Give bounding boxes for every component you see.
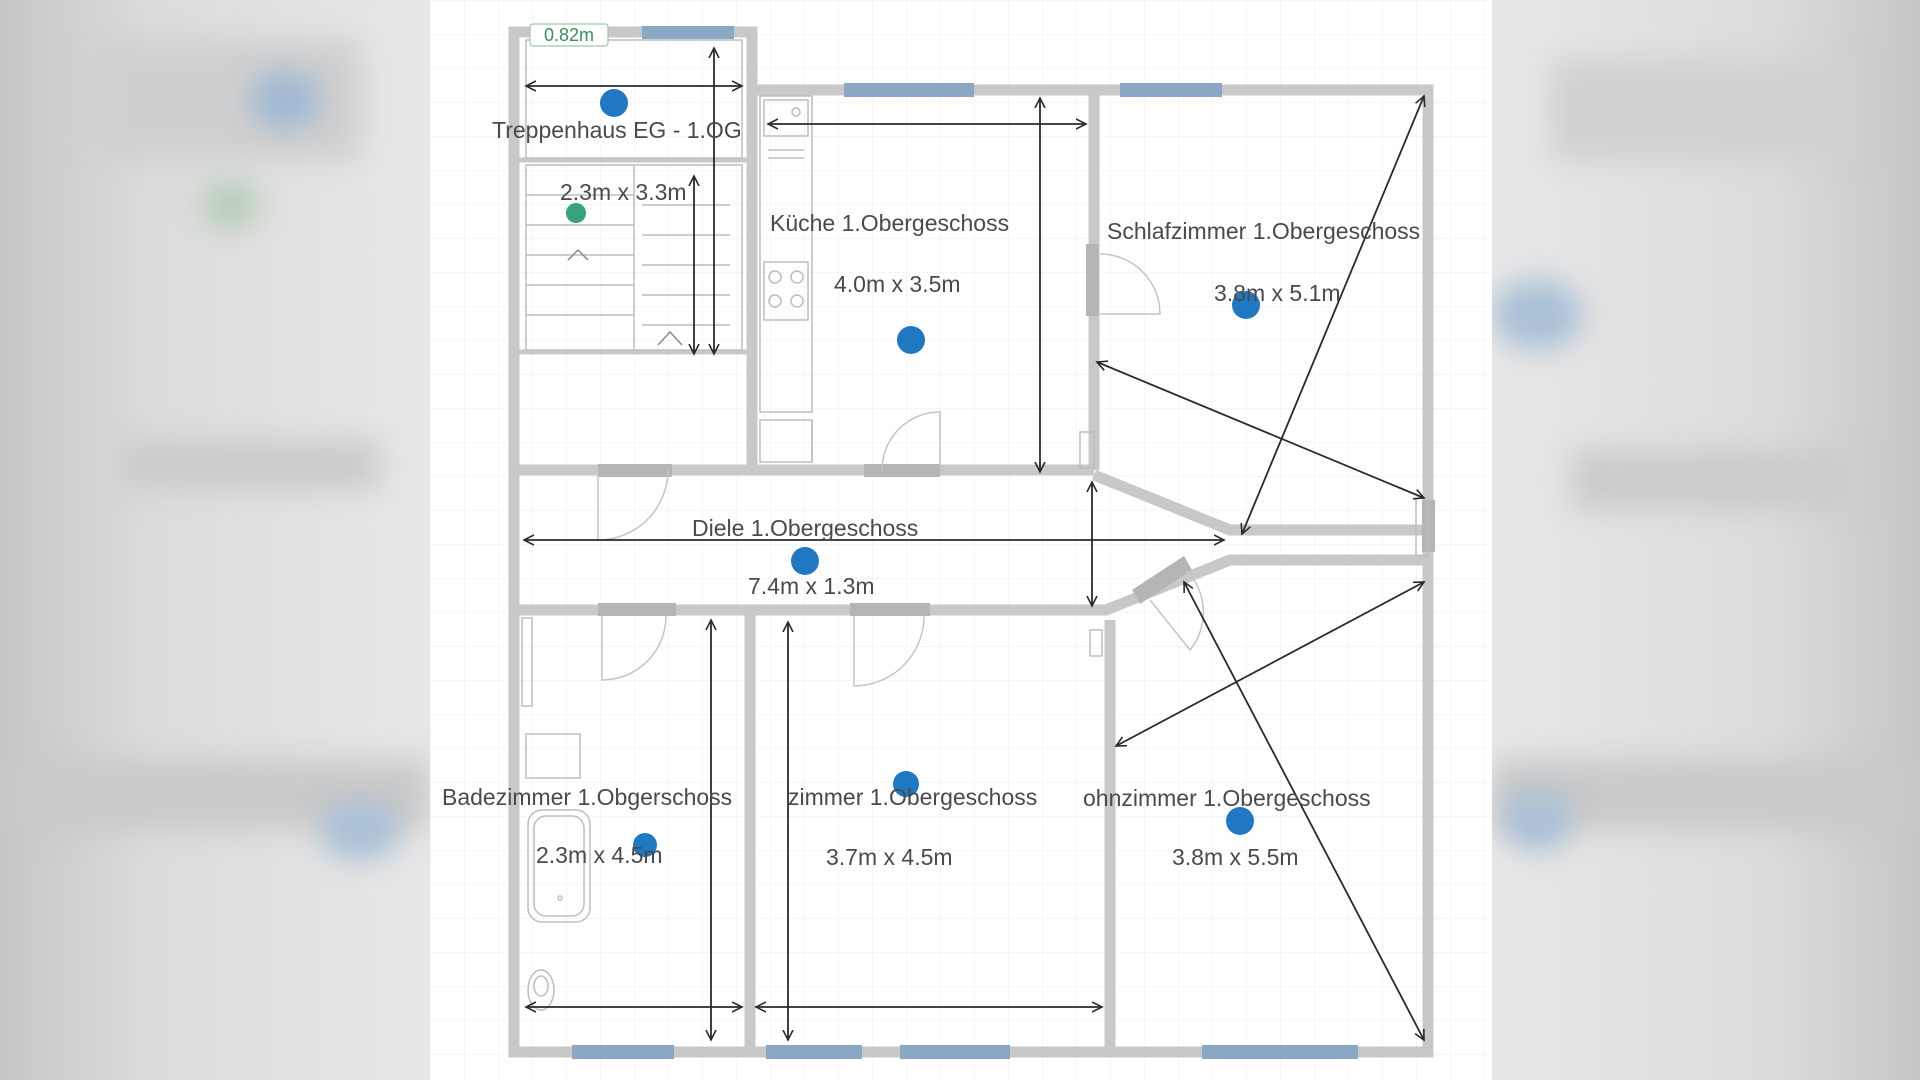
- scale-badge-text: 0.82m: [544, 25, 594, 45]
- room-marker-diele[interactable]: [791, 547, 819, 575]
- room-name-zimmer: zimmer 1.Obergeschoss: [788, 784, 1037, 810]
- bathroom-fixtures: [521, 617, 591, 1011]
- room-name-treppenhaus: Treppenhaus EG - 1.OG: [492, 117, 742, 143]
- room-name-badezimmer: Badezimmer 1.Obgerschoss: [442, 784, 732, 810]
- window-zimmer-1: [766, 1045, 862, 1059]
- fixtures: [521, 39, 1429, 1011]
- window-schlafzimmer: [1120, 83, 1222, 97]
- dimension-arrows: [524, 48, 1424, 1040]
- room-marker-wohnzimmer[interactable]: [1226, 807, 1254, 835]
- window-zimmer-2: [900, 1045, 1010, 1059]
- room-name-schlafzimmer: Schlafzimmer 1.Obergeschoss: [1107, 218, 1420, 244]
- kitchen-counter: [759, 95, 813, 463]
- room-labels: Treppenhaus EG - 1.OG 2.3m x 3.3m Küche …: [442, 117, 1420, 870]
- blurred-background-right: [1492, 0, 1920, 1080]
- room-size-zimmer: 3.7m x 4.5m: [826, 844, 953, 870]
- room-size-treppenhaus: 2.3m x 3.3m: [560, 179, 687, 205]
- room-size-diele: 7.4m x 1.3m: [748, 573, 875, 599]
- floor-plan-canvas[interactable]: 0.82m Treppenhaus EG - 1.OG 2.3m x 3.3m …: [430, 0, 1492, 1080]
- windows: [572, 26, 1358, 1059]
- room-marker-zimmer[interactable]: [893, 771, 919, 797]
- room-marker-treppenhaus[interactable]: [600, 89, 628, 117]
- window-wohnzimmer: [1202, 1045, 1358, 1059]
- room-markers[interactable]: [566, 89, 1260, 857]
- room-size-wohnzimmer: 3.8m x 5.5m: [1172, 844, 1299, 870]
- window-treppenhaus: [642, 26, 734, 39]
- floor-plan-drawing[interactable]: 0.82m Treppenhaus EG - 1.OG 2.3m x 3.3m …: [430, 0, 1492, 1080]
- room-marker-stairs[interactable]: [566, 203, 586, 223]
- window-badezimmer: [572, 1045, 674, 1059]
- window-kueche: [844, 83, 974, 97]
- staircase: [525, 39, 743, 351]
- room-name-kueche: Küche 1.Obergeschoss: [770, 210, 1009, 236]
- scale-badge: 0.82m: [529, 23, 609, 47]
- room-name-diele: Diele 1.Obergeschoss: [692, 515, 918, 541]
- room-marker-schlafzimmer[interactable]: [1232, 291, 1260, 319]
- blurred-background-left: [0, 0, 430, 1080]
- room-name-wohnzimmer: ohnzimmer 1.Obergeschoss: [1083, 785, 1371, 811]
- room-marker-kueche[interactable]: [897, 326, 925, 354]
- room-size-schlafzimmer: 3.8m x 5.1m: [1214, 280, 1341, 306]
- room-marker-badezimmer[interactable]: [633, 833, 657, 857]
- room-size-badezimmer: 2.3m x 4.5m: [536, 842, 663, 868]
- room-size-kueche: 4.0m x 3.5m: [834, 271, 961, 297]
